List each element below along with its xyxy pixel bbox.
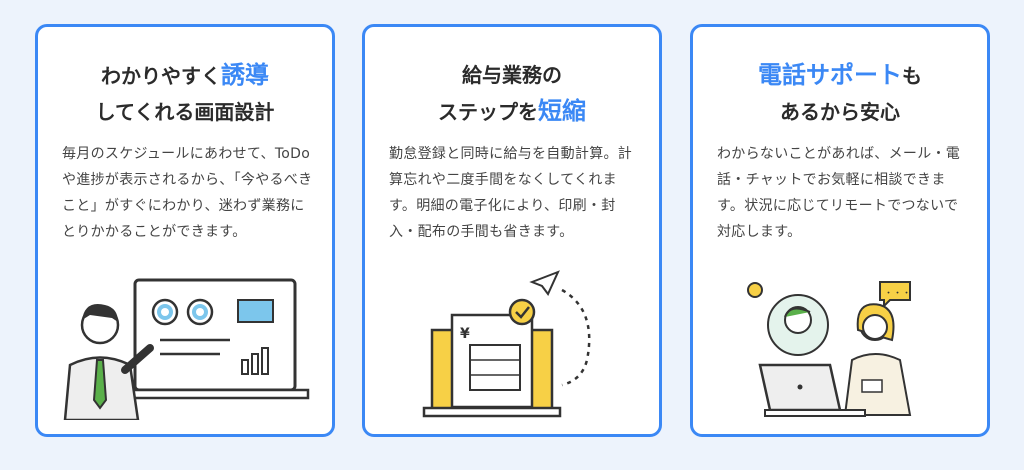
feature-card-steps: 給与業務の ステップを短縮 勤怠登録と同時に給与を自動計算。計算忘れや二度手間を… [362,24,662,437]
yen-symbol: ¥ [460,326,470,342]
illustration-man-presenting-screen [38,270,332,420]
card-title: 電話サポートも あるから安心 [693,57,987,130]
title-highlight: 電話サポート [758,61,902,89]
card-description: わからないことがあれば、メール・電話・チャットでお気軽に相談できます。状況に応じ… [717,146,961,240]
title-line2: してくれる画面設計 [95,100,275,124]
feature-card-guidance: わかりやすく誘導 してくれる画面設計 毎月のスケジュールにあわせて、ToDoや進… [35,24,335,437]
card-title: わかりやすく誘導 してくれる画面設計 [38,57,332,130]
title-highlight: 短縮 [538,97,586,125]
title-line2: あるから安心 [780,100,900,124]
card-description: 勤怠登録と同時に給与を自動計算。計算忘れや二度手間をなくしてくれます。明細の電子… [389,146,633,240]
title-text: わかりやすく [101,64,221,88]
speech-bubble-text: ・・・ [884,289,911,299]
title-line2: ステップを [438,100,538,124]
title-highlight: 誘導 [221,61,269,89]
feature-card-phone-support: 電話サポートも あるから安心 わからないことがあれば、メール・電話・チャットでお… [690,24,990,437]
title-text: も [902,64,922,88]
card-title: 給与業務の ステップを短縮 [365,57,659,130]
title-text: 給与業務の [462,63,562,87]
illustration-payslip-laptop: ¥ [365,270,659,420]
illustration-support-operator: ・・・ [693,270,987,420]
card-description: 毎月のスケジュールにあわせて、ToDoや進捗が表示されるから、「今やるべきこと」… [62,146,313,240]
